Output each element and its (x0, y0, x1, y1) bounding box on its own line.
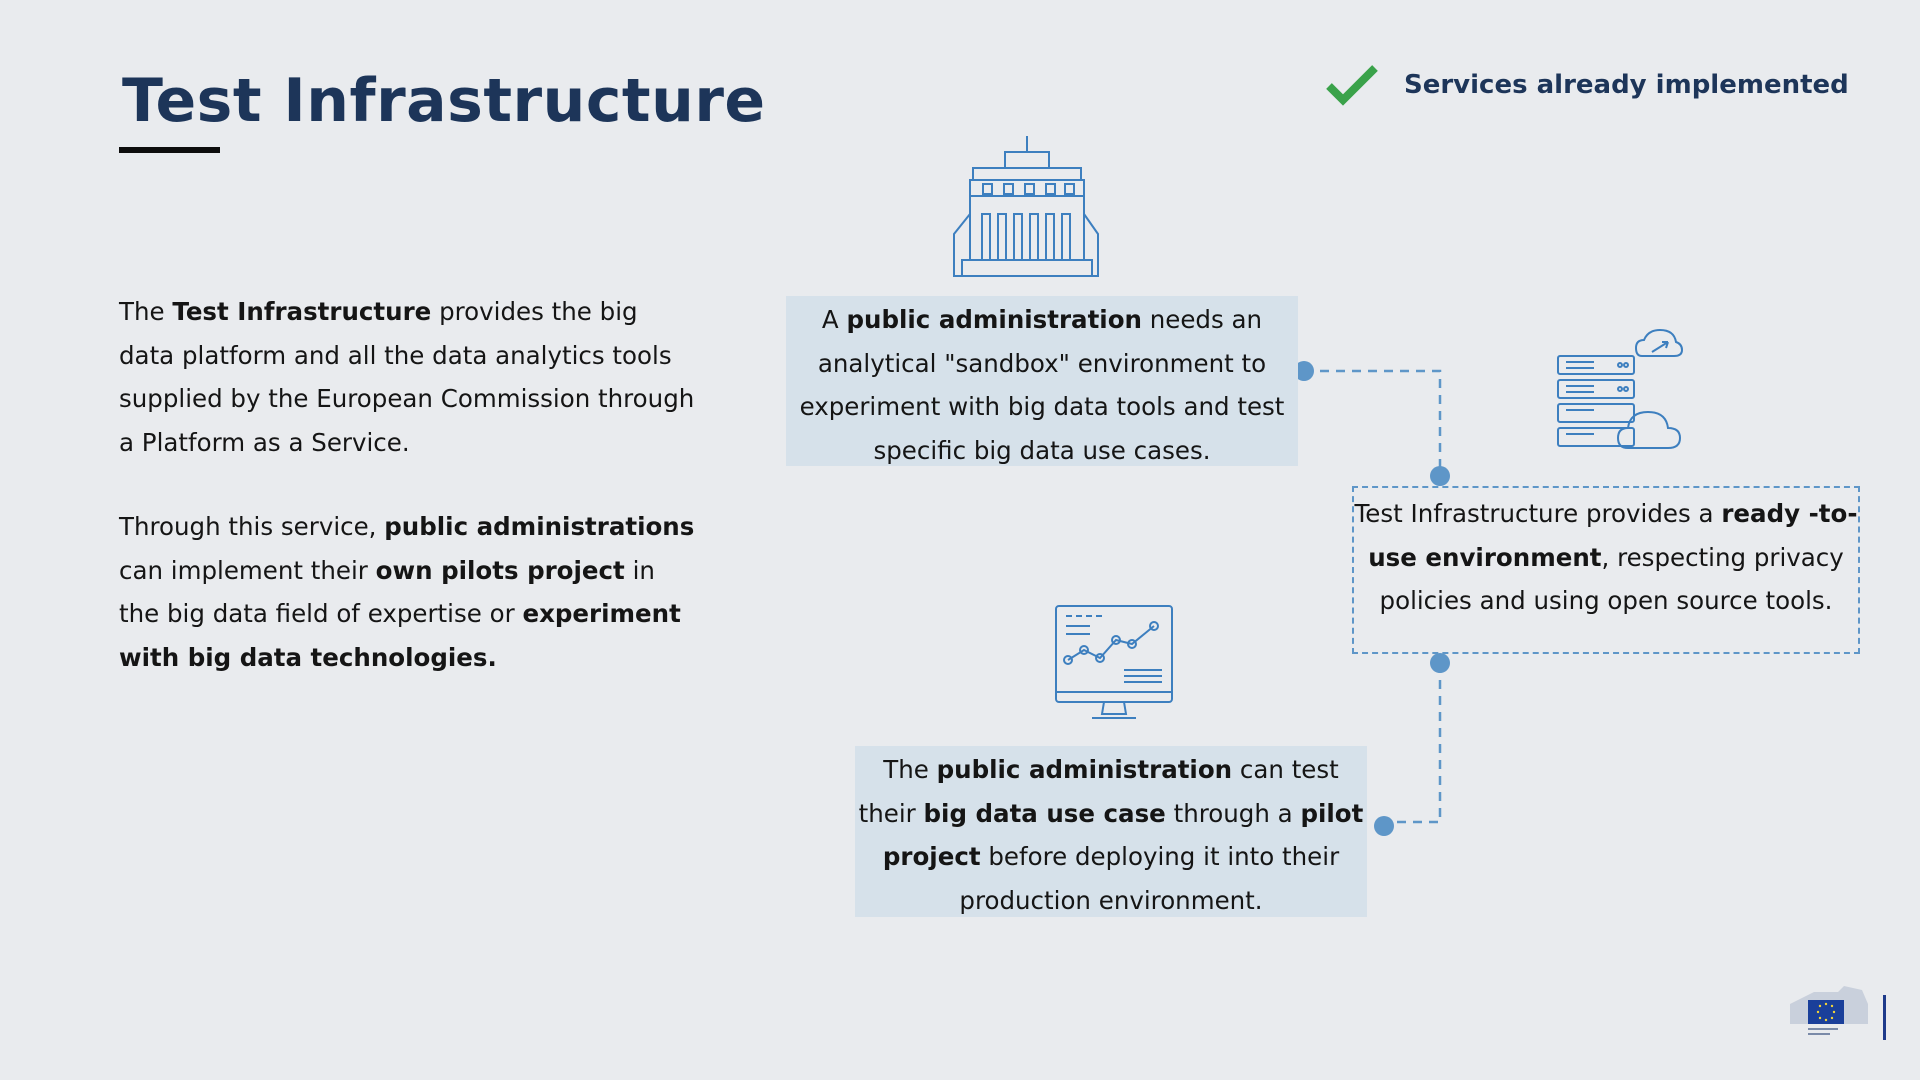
bold-text: own pilots project (375, 555, 625, 585)
test-box: The public administration can test their… (855, 746, 1367, 917)
text-run: in the big data field of expertise or (119, 555, 655, 629)
text-run: , respecting privacy policies and using … (1379, 542, 1844, 616)
logo-divider (1883, 995, 1886, 1040)
text-run: The (119, 297, 173, 326)
monitor-chart-icon (1055, 605, 1173, 719)
connector-dot (1294, 361, 1314, 381)
connector-dot (1430, 653, 1450, 673)
bold-text: Test Infrastructure (172, 297, 432, 326)
legend-label: Services already implemented (1404, 70, 1849, 100)
server-cloud-icon (1557, 328, 1684, 449)
text-run: through a (1165, 798, 1301, 828)
title-underline (119, 147, 220, 153)
provides-box: Test Infrastructure provides a ready -to… (1352, 486, 1860, 654)
bold-text: pilot project (882, 798, 1364, 872)
text-run: needs an analytical "sandbox" environmen… (799, 305, 1285, 465)
text-run: before deploying it into their productio… (959, 842, 1340, 915)
intro-paragraph: The Test Infrastructure provides the big… (119, 290, 699, 464)
text-run: provides the big data platform and all t… (119, 297, 695, 457)
building-icon (953, 136, 1099, 277)
legend: Services already implemented (1326, 64, 1849, 106)
need-box: A public administration needs an analyti… (786, 296, 1298, 466)
eu-commission-logo (1790, 986, 1868, 1035)
connector-dot (1374, 816, 1394, 836)
bold-text: public administration (846, 305, 1142, 334)
text-run: Through this service, (119, 512, 385, 541)
bold-text: experiment with big data technologies. (119, 599, 681, 672)
detail-paragraph: Through this service, public administrat… (119, 505, 699, 679)
text-run: can implement their (119, 555, 376, 585)
text-run: The (883, 755, 937, 784)
text-run: A (821, 305, 847, 334)
connector-dot (1430, 466, 1450, 486)
bold-text: ready -to-use environment (1368, 499, 1858, 572)
bold-text: public administration (936, 755, 1233, 784)
bold-text: big data use case (923, 798, 1166, 828)
page-title: Test Infrastructure (122, 66, 766, 136)
bold-text: public administrations (384, 512, 695, 541)
text-run: can test their (858, 755, 1339, 828)
checkmark-icon (1326, 65, 1378, 106)
text-run: Test Infrastructure provides a (1354, 499, 1722, 528)
